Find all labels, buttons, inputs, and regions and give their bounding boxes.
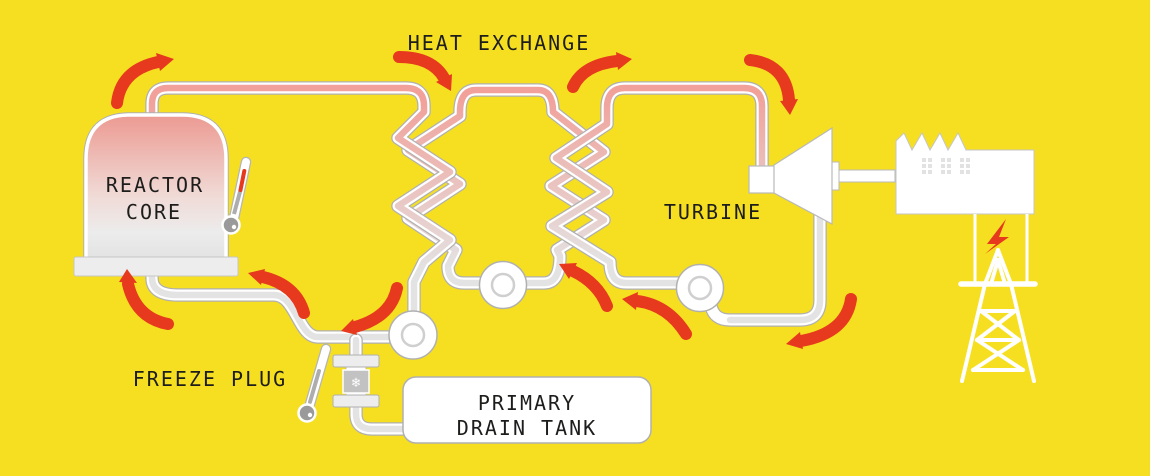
flow-arrow: [559, 263, 613, 312]
primary-drain-tank: [402, 376, 652, 444]
flow-arrow: [393, 51, 452, 91]
power-wires: [973, 214, 1029, 284]
thermometer-icon: [221, 156, 252, 235]
thermometer-icon: [297, 343, 332, 423]
snowflake-icon: ❄: [352, 375, 361, 391]
turbine: [748, 126, 896, 226]
lightning-icon: [985, 219, 1009, 254]
pump-icon: [388, 310, 438, 360]
drain-tank-label-line1: PRIMARY: [478, 391, 576, 415]
turbine-shaft: [832, 169, 896, 183]
flow-arrow: [786, 293, 857, 349]
steam-loop-pipe: [545, 81, 827, 327]
flow-arrow: [744, 54, 798, 115]
flow-arrow: [248, 269, 310, 319]
primary-loop-pipe: [145, 81, 457, 344]
flow-arrow: [341, 282, 403, 335]
generator-building: [895, 131, 1035, 215]
flow-arrow: [622, 292, 692, 340]
freeze-plug-valve: ❄: [332, 354, 380, 408]
pump-icon: [675, 263, 725, 313]
transmission-tower-icon: [958, 248, 1038, 383]
freeze-plug-label: FREEZE PLUG: [133, 367, 287, 391]
flow-arrows: [111, 51, 857, 349]
flow-arrow: [119, 269, 174, 330]
reactor-core-vessel: [73, 112, 239, 277]
secondary-loop-pipe: [401, 83, 611, 290]
turbine-label: TURBINE: [664, 200, 762, 224]
pump-icon: [478, 260, 528, 310]
building-windows: [922, 158, 970, 174]
reactor-core-label-line2: CORE: [126, 200, 182, 224]
flow-arrow: [111, 53, 174, 109]
reactor-base: [73, 256, 239, 277]
heat-exchange-label: HEAT EXCHANGE: [408, 31, 591, 55]
reactor-core-label-line1: REACTOR: [106, 173, 204, 197]
drain-tank-label-line2: DRAIN TANK: [457, 416, 597, 440]
flow-arrow: [567, 52, 632, 93]
